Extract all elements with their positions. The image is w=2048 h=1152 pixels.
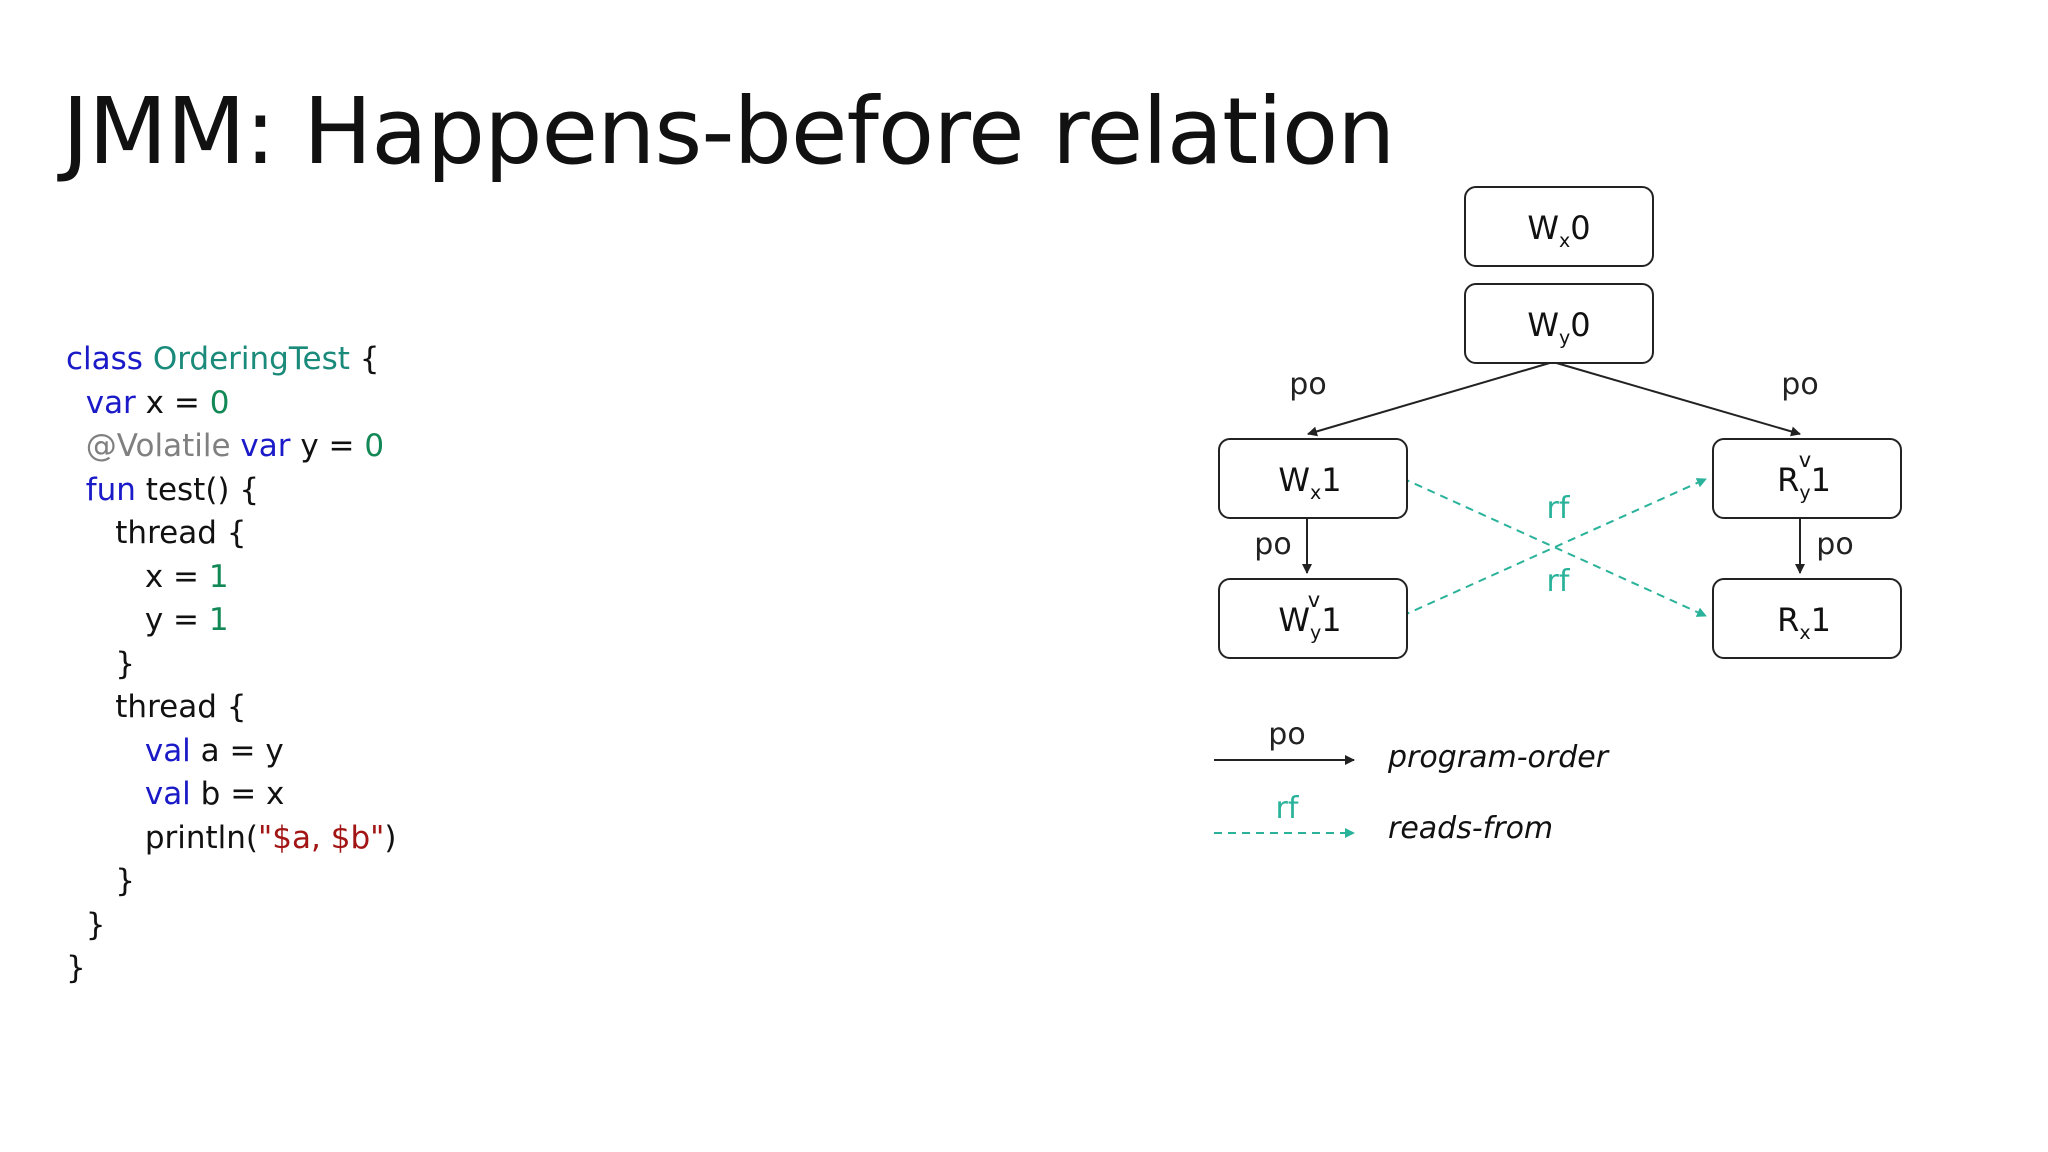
code-line: @Volatile var y = 0: [66, 425, 397, 469]
node-wy0: Wy0: [1464, 283, 1654, 364]
code-token: }: [66, 863, 135, 899]
edges: [1302, 361, 1805, 617]
code-token: 0: [209, 384, 230, 421]
node-label: Wx1: [1278, 461, 1341, 504]
node-box: [1218, 438, 1408, 519]
code-line: x = 1: [66, 556, 397, 600]
node-label: Rx1: [1777, 601, 1831, 644]
node-wy1: v Wy1: [1218, 578, 1408, 659]
code-token: var: [240, 428, 291, 464]
node-wx1: Wx1: [1218, 438, 1408, 519]
po-label-left-thread: po: [1254, 527, 1291, 562]
node-box: [1464, 186, 1654, 267]
code-token: 1: [208, 558, 229, 595]
code-token: val: [144, 776, 191, 812]
code-token: thread {: [66, 689, 247, 725]
code-token: }: [66, 906, 106, 943]
code-token: }: [66, 645, 135, 682]
code-token: b = x: [190, 776, 285, 812]
code-token: 1: [208, 602, 229, 638]
legend-po-text: program-order: [1387, 740, 1610, 775]
code-line: val a = y: [66, 730, 397, 774]
node-label: Ry1: [1777, 461, 1831, 504]
code-token: 0: [364, 428, 385, 464]
code-line: y = 1: [66, 599, 397, 643]
code-line: }: [66, 643, 397, 687]
code-token: test() {: [135, 471, 260, 508]
code-token: class: [66, 341, 153, 377]
volatile-mark: v: [1799, 448, 1811, 472]
po-edge-init-to-ry1: [1552, 361, 1801, 437]
legend-rf-label: rf: [1276, 791, 1300, 826]
code-line: thread {: [66, 686, 397, 730]
code-token: "$a, $b": [258, 819, 385, 856]
code-line: println("$a, $b"): [66, 817, 397, 861]
node-box: [1464, 283, 1654, 364]
code-line: fun test() {: [66, 469, 397, 513]
code-token: x =: [135, 384, 210, 421]
po-edge-init-to-wx1: [1307, 361, 1554, 437]
code-line: val b = x: [66, 773, 397, 817]
slide-title: JMM: Happens-before relation: [62, 78, 1395, 185]
code-token: ): [384, 819, 397, 856]
code-token: var: [85, 384, 136, 421]
code-line: var x = 0: [66, 382, 397, 426]
rf-label-upper: rf: [1547, 491, 1571, 526]
code-token: thread {: [66, 515, 247, 551]
code-token: y =: [66, 602, 209, 638]
code-token: val: [144, 732, 191, 769]
code-line: }: [66, 860, 397, 904]
legend: po program-order rf reads-from: [1214, 717, 1610, 846]
node-wx0: Wx0: [1464, 186, 1654, 267]
po-label-right-thread: po: [1816, 527, 1853, 562]
node-label: Wy1: [1278, 601, 1341, 644]
edge-labels: po po po po rf rf: [1254, 367, 1853, 599]
code-token: y =: [290, 428, 365, 464]
node-label: Wx0: [1527, 209, 1590, 252]
code-line: class OrderingTest {: [66, 338, 397, 382]
code-token: a = y: [190, 732, 284, 769]
code-token: {: [349, 341, 380, 377]
rf-label-lower: rf: [1547, 564, 1571, 599]
po-label-left: po: [1289, 367, 1326, 402]
code-token: fun: [85, 471, 136, 508]
code-token: x =: [66, 558, 209, 595]
po-label-right: po: [1781, 367, 1818, 402]
code-line: }: [66, 904, 397, 948]
code-token: @Volatile: [85, 428, 231, 464]
code-line: }: [66, 947, 397, 991]
node-rx1: Rx1: [1712, 578, 1902, 659]
code-line: thread {: [66, 512, 397, 556]
node-box: [1218, 578, 1408, 659]
legend-rf-text: reads-from: [1388, 811, 1553, 846]
code-token: println(: [66, 819, 259, 856]
node-box: [1712, 578, 1902, 659]
code-token: OrderingTest: [152, 341, 350, 377]
code-block: class OrderingTest { var x = 0 @Volatile…: [66, 338, 397, 991]
legend-po-label: po: [1268, 717, 1305, 752]
volatile-mark: v: [1308, 588, 1320, 612]
node-label: Wy0: [1527, 306, 1590, 349]
node-box: [1712, 438, 1902, 519]
node-ry1: v Ry1: [1712, 438, 1902, 519]
code-token: }: [66, 950, 86, 986]
